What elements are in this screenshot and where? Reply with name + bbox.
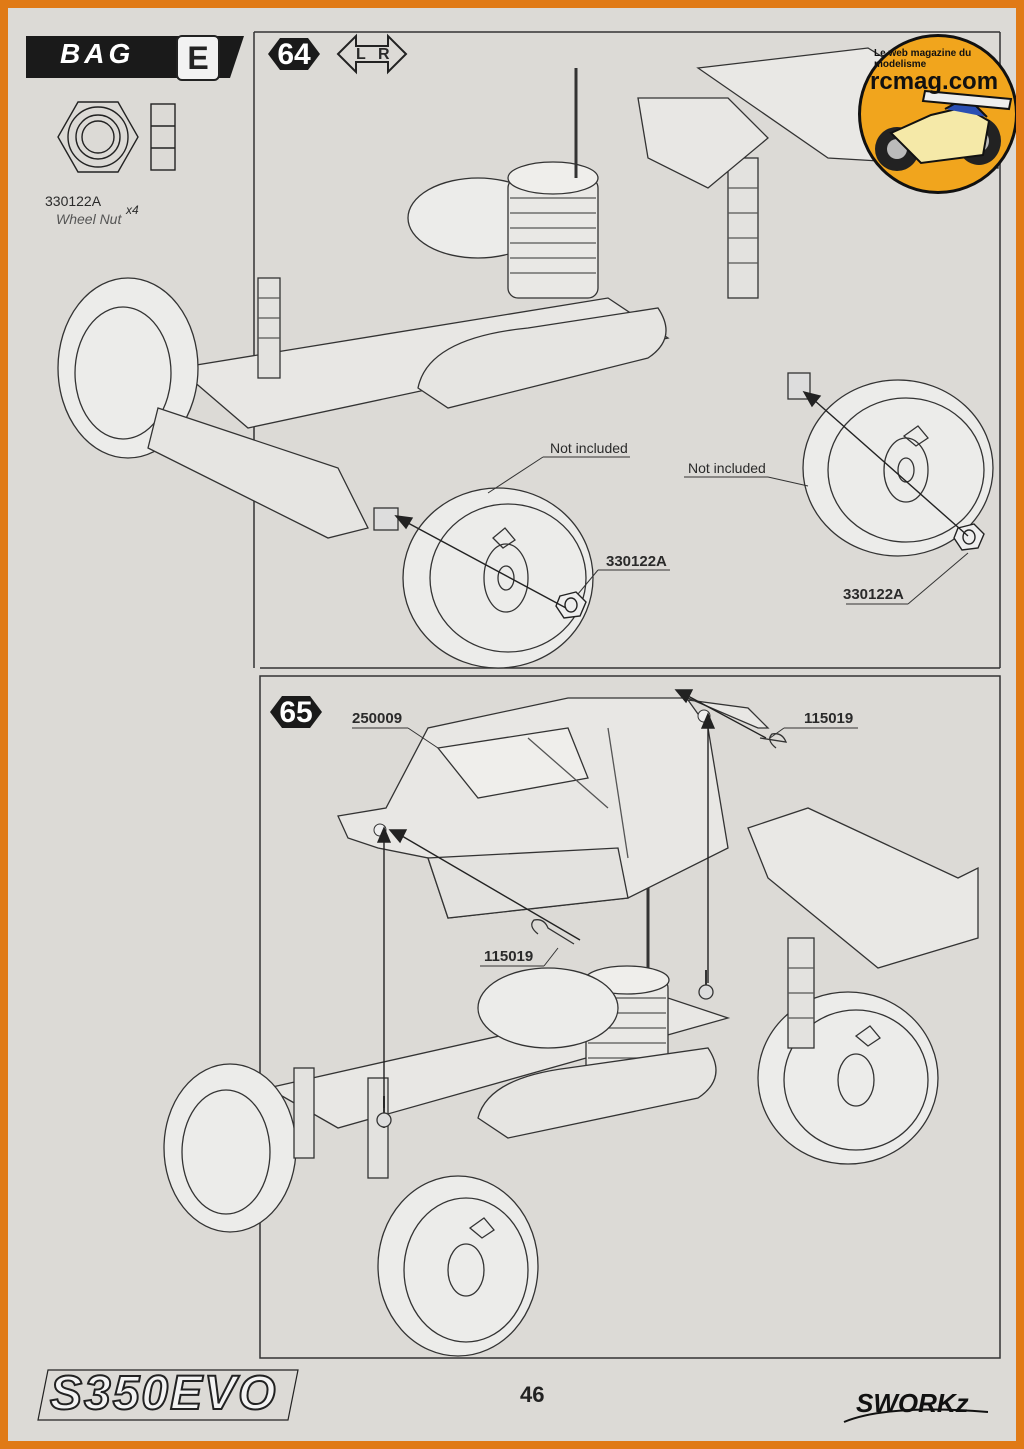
bag-label: BAG (60, 38, 135, 69)
body-clip-callout-bottom: 115019 (484, 948, 534, 965)
wheel-nut-part-code: 330122A (45, 193, 102, 209)
model-logo: S350EVO (49, 1366, 278, 1421)
brand-swoosh (843, 1408, 989, 1423)
step65-leader-lines (352, 727, 858, 967)
step64-left-wheel-drawing (402, 487, 594, 669)
watermark-badge (858, 34, 1016, 194)
step65-badge (270, 696, 322, 728)
page-number: 46 (520, 1382, 545, 1407)
side-right-label: R (378, 46, 390, 63)
step64-right-wheel-drawing (802, 379, 994, 557)
wheel-nut-callout-left: 330122A (606, 553, 667, 570)
step65-body-shell-drawing (337, 697, 770, 919)
brand-logo: SWORKz (856, 1388, 969, 1418)
step65-assembly-arrows (376, 689, 767, 1108)
model-logo-frame (37, 1369, 299, 1421)
body-clip-callout-top: 115019 (804, 710, 854, 727)
not-included-label-left: Not included (550, 440, 628, 456)
wheel-nut-front-icon (57, 101, 139, 173)
bag-letter: E (176, 35, 220, 81)
step64-leader-lines (487, 456, 969, 605)
step64-badge (268, 38, 320, 70)
not-included-label-right: Not included (688, 460, 766, 476)
watermark-tagline: Le web magazine du modelisme (874, 48, 972, 70)
buggy-icon (875, 89, 1013, 171)
step64-assembly-arrows (394, 390, 969, 609)
wheel-nut-quantity: x4 (126, 203, 139, 217)
watermark-site: rcmag.com (870, 68, 999, 95)
wheel-nut-callout-right: 330122A (843, 586, 904, 603)
wheel-nut-side-icon (150, 103, 176, 171)
step64-number: 64 (277, 38, 311, 71)
side-left-label: L (356, 46, 366, 63)
body-clip-bottom-icon (531, 919, 575, 945)
wheel-nut-part-name: Wheel Nut (56, 211, 122, 227)
body-clip-top-icon (759, 733, 788, 749)
left-right-arrow-icon (336, 33, 408, 75)
step65-number: 65 (279, 696, 313, 729)
step64-left-nut-icon (555, 591, 587, 619)
step65-buggy-drawing (163, 807, 979, 1357)
manual-page: BAG E 330122A Wheel Nut x4 64 L R Not in… (8, 8, 1016, 1441)
assembly-artwork (26, 31, 1001, 1423)
body-shell-callout: 250009 (352, 710, 403, 727)
step65-frame (259, 675, 1001, 1359)
